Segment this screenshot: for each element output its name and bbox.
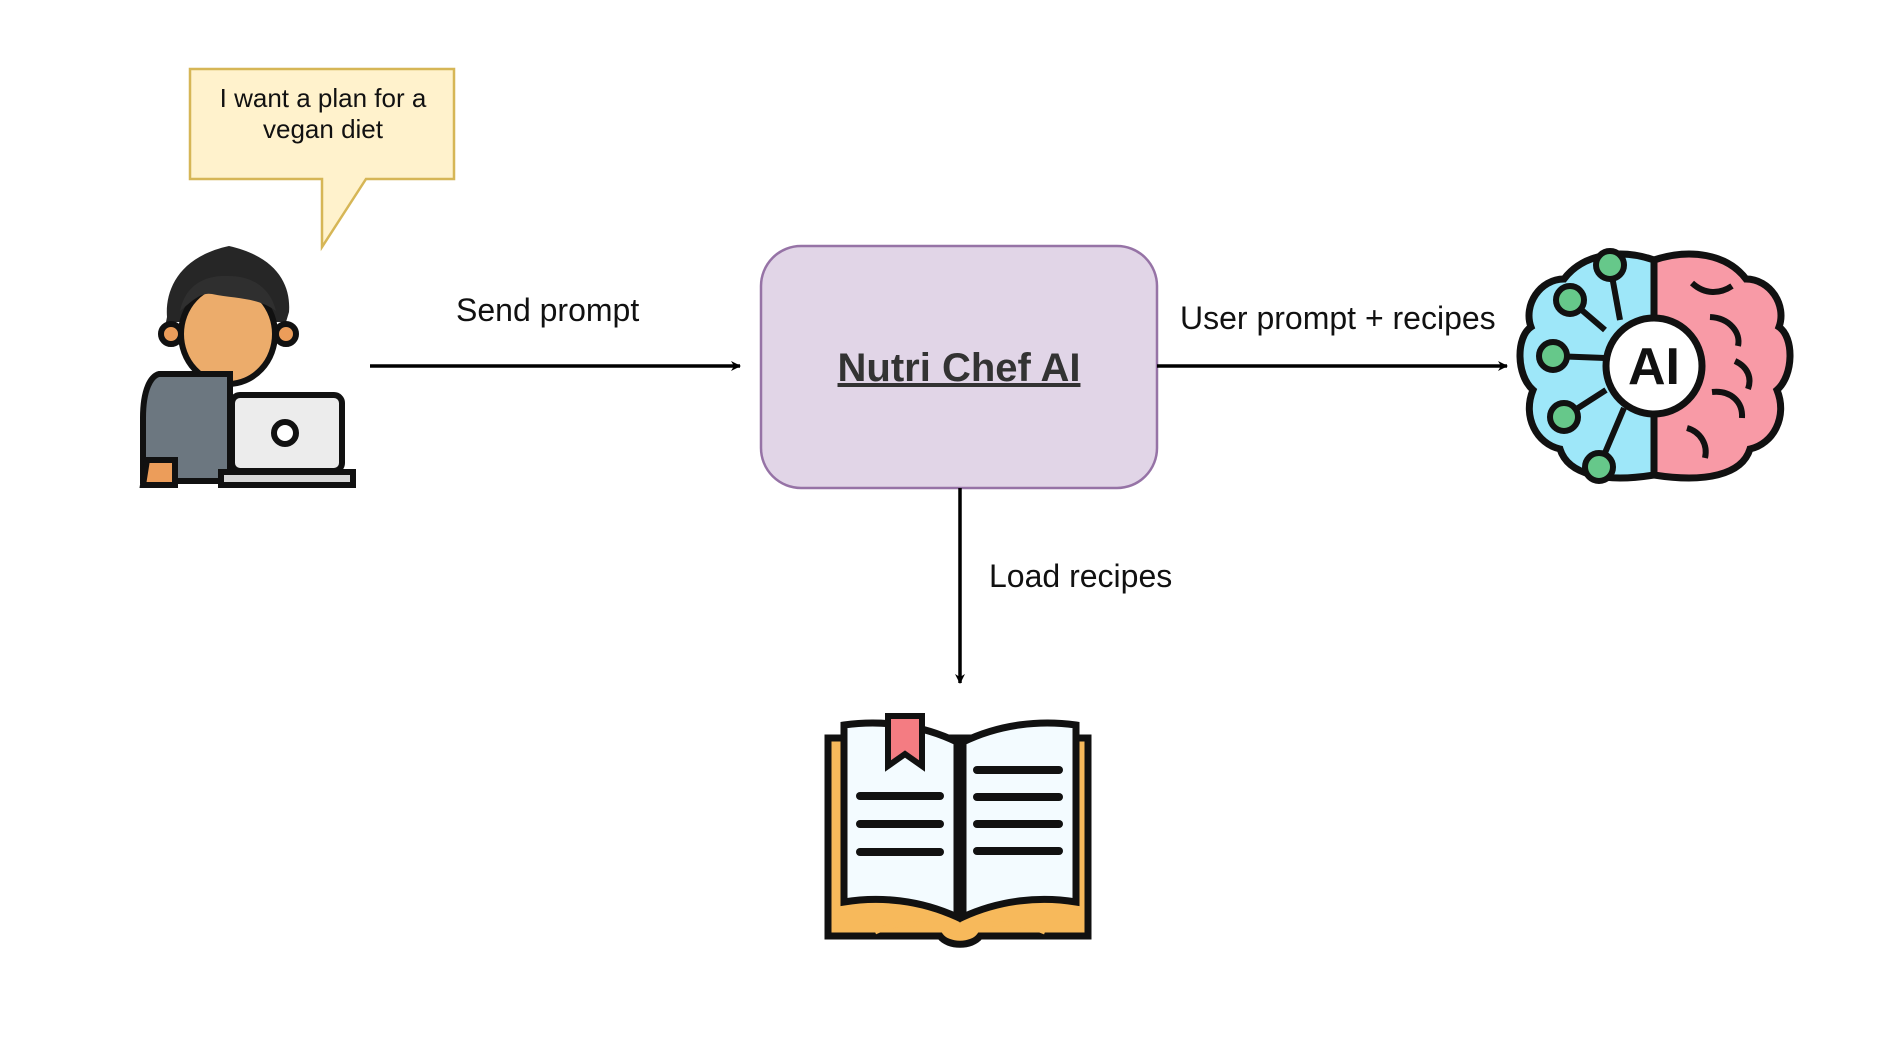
ai-brain-icon[interactable]: AI (1516, 248, 1794, 484)
person-with-laptop-icon[interactable] (139, 246, 356, 488)
user-prompt-recipes-label: User prompt + recipes (1180, 300, 1496, 336)
speech-bubble-text: I want a plan for a vegan diet (219, 83, 427, 144)
send-prompt-label: Send prompt (456, 292, 640, 328)
load-recipes-label: Load recipes (989, 558, 1173, 594)
nutri-chef-node-title: Nutri Chef AI (837, 346, 1081, 390)
ai-icon-text: AI (1628, 338, 1680, 396)
open-book-icon[interactable] (824, 713, 1092, 948)
speech-bubble (188, 67, 456, 252)
